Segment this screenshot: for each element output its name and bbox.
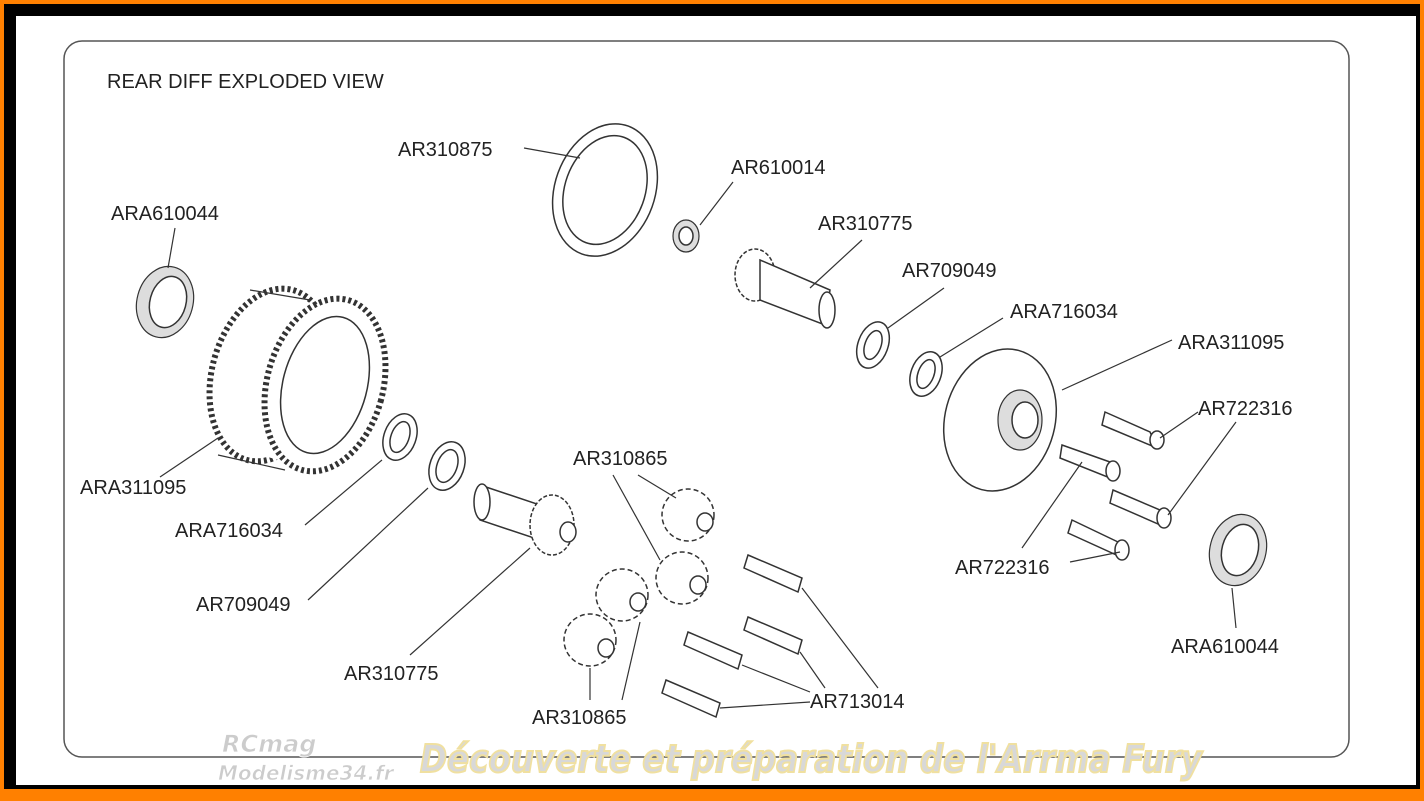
washer-ar709049-top: [855, 321, 891, 369]
label-ara716034-left: ARA716034: [175, 520, 283, 542]
label-ar310865-bottom: AR310865: [532, 707, 627, 729]
label-ar722316-right: AR722316: [1198, 398, 1293, 420]
pins-ar713014: [661, 553, 803, 719]
label-ara716034-top: ARA716034: [1010, 301, 1118, 323]
diagram-panel: [63, 40, 1350, 758]
label-ara610044-right: ARA610044: [1171, 636, 1279, 658]
watermark: RCmag Modelisme34.fr Découverte et prépa…: [218, 730, 1205, 786]
watermark-logo-line2: Modelisme34.fr: [218, 761, 395, 785]
watermark-caption: Découverte et préparation de l'Arrma Fur…: [420, 737, 1204, 781]
label-ara311095-left: ARA311095: [80, 477, 186, 499]
leader-lines: [159, 147, 1237, 709]
bearing-ar610014: [672, 219, 700, 253]
label-ar709049-left: AR709049: [196, 594, 291, 616]
ring-gear-ara311095: [206, 285, 389, 475]
gasket-ar310875: [551, 123, 659, 257]
spider-gears-ar310865: [563, 488, 715, 667]
washer-ara716034-left: [382, 413, 418, 461]
label-ara311095-right: ARA311095: [1178, 332, 1284, 354]
label-ar310875: AR310875: [398, 139, 493, 161]
diagram-title: REAR DIFF EXPLODED VIEW: [107, 71, 384, 93]
washer-ar709049-left: [428, 441, 466, 491]
bearing-ara610044-left: [135, 265, 195, 339]
label-ar310775-bottom: AR310775: [344, 663, 439, 685]
outdrive-ar310775-top: [734, 248, 836, 329]
screws-ar722316: [1059, 410, 1172, 561]
label-ar310775-top: AR310775: [818, 213, 913, 235]
outdrive-ar310775-bottom: [473, 483, 577, 556]
diff-case-ara311095: [942, 348, 1058, 492]
label-ar713014: AR713014: [810, 691, 905, 713]
label-ar709049-top: AR709049: [902, 260, 997, 282]
label-ar722316-mid: AR722316: [955, 557, 1050, 579]
label-ar310865-top: AR310865: [573, 448, 668, 470]
label-ar610014: AR610014: [731, 157, 826, 179]
washer-ara716034-top: [909, 351, 943, 397]
outer-frame: [4, 4, 1420, 789]
watermark-logo-line1: RCmag: [222, 730, 316, 758]
label-ara610044-left: ARA610044: [111, 203, 219, 225]
bearing-ara610044-right: [1208, 513, 1268, 587]
